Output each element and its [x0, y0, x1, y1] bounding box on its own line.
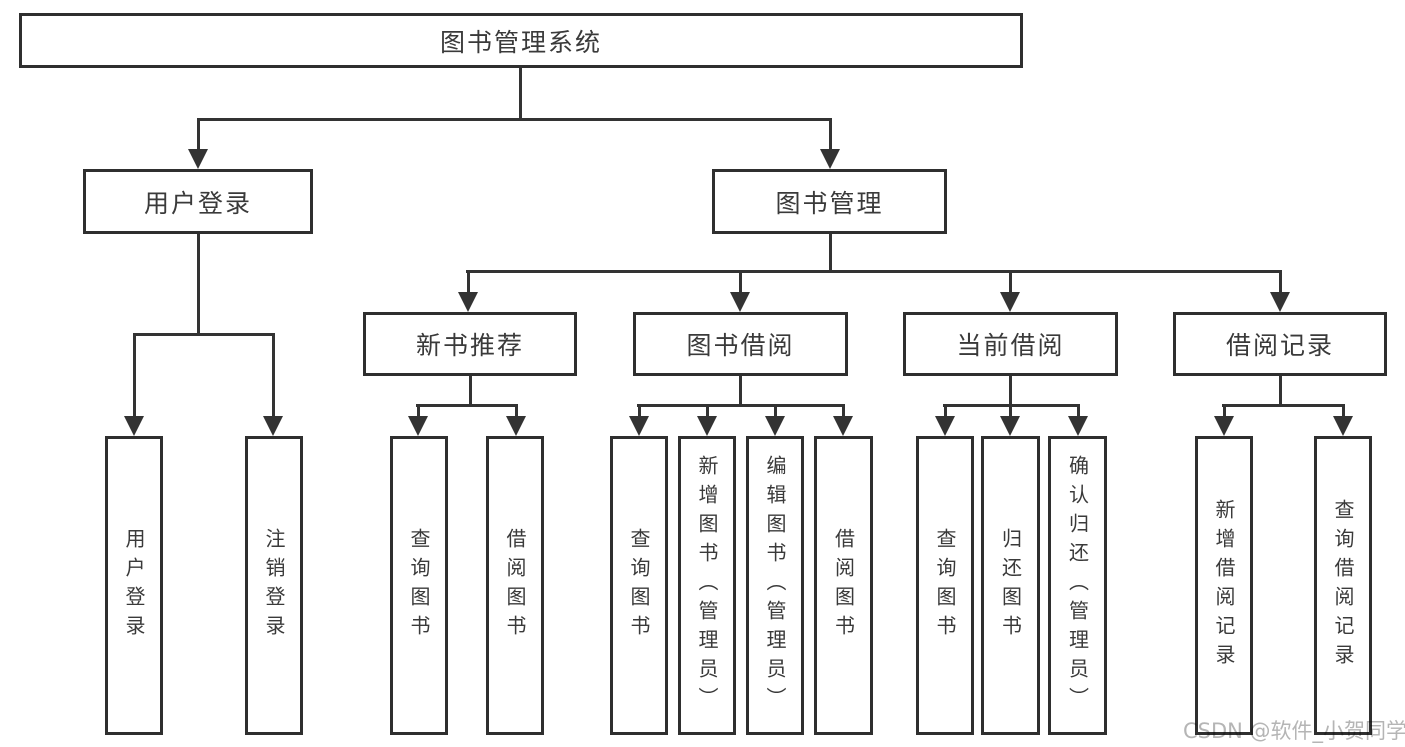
arrow-head-icon: [458, 292, 478, 312]
arrow-head-icon: [1270, 292, 1290, 312]
leaf-label: 查询借阅记录: [1331, 498, 1355, 673]
node-root: 图书管理系统: [19, 13, 1023, 68]
arrow-head-icon: [833, 416, 853, 436]
connector-line: [1279, 376, 1282, 406]
leaf-label: 查询图书: [407, 527, 431, 644]
connector-line: [133, 333, 275, 336]
connector-line: [1222, 404, 1345, 407]
connector-line: [133, 335, 136, 421]
leaf-label: 确认归还（管理员）: [1065, 455, 1090, 716]
node-label: 图书借阅: [686, 331, 795, 360]
leaf-label: 编辑图书（管理员）: [763, 455, 787, 716]
connector-line: [774, 405, 777, 420]
leaf-bb-edit-book-admin: 编辑图书（管理员）: [746, 436, 804, 735]
connector-line: [1223, 405, 1226, 420]
leaf-label: 归还图书: [998, 527, 1023, 644]
arrow-head-icon: [1000, 292, 1020, 312]
leaf-bb-add-book-admin: 新增图书（管理员）: [678, 436, 736, 735]
node-label: 当前借阅: [956, 331, 1065, 360]
node-label: 图书管理: [775, 188, 884, 218]
connector-line: [467, 272, 470, 297]
connector-line: [829, 120, 832, 154]
leaf-label: 新增借阅记录: [1212, 498, 1236, 673]
arrow-head-icon: [263, 416, 283, 436]
node-user-login: 用户登录: [83, 169, 313, 234]
connector-line: [272, 335, 275, 421]
node-root-label: 图书管理系统: [439, 27, 602, 57]
arrow-head-icon: [506, 416, 526, 436]
connector-line: [519, 68, 522, 120]
connector-line: [197, 120, 200, 154]
arrow-head-icon: [1068, 416, 1088, 436]
leaf-label: 查询图书: [933, 527, 957, 644]
connector-line: [417, 405, 420, 420]
leaf-br-query-record: 查询借阅记录: [1314, 436, 1372, 735]
connector-line: [416, 404, 518, 407]
arrow-head-icon: [730, 292, 750, 312]
node-book-management: 图书管理: [712, 169, 947, 234]
leaf-bb-borrow-book: 借阅图书: [814, 436, 873, 735]
connector-line: [739, 376, 742, 406]
connector-line: [829, 234, 832, 272]
leaf-label: 借阅图书: [831, 527, 856, 644]
connector-line: [466, 270, 1282, 273]
node-book-borrowing: 图书借阅: [633, 312, 848, 376]
connector-line: [944, 405, 947, 420]
arrow-head-icon: [765, 416, 785, 436]
leaf-rec-query-book: 查询图书: [390, 436, 448, 735]
node-label: 借阅记录: [1225, 331, 1334, 360]
leaf-label: 注销登录: [262, 527, 286, 644]
leaf-cb-confirm-return-admin: 确认归还（管理员）: [1048, 436, 1107, 735]
leaf-br-add-record: 新增借阅记录: [1195, 436, 1253, 735]
leaf-bb-query-book: 查询图书: [610, 436, 668, 735]
connector-line: [1279, 272, 1282, 297]
watermark: CSDN @软件_小贺同学: [1183, 719, 1405, 743]
arrow-head-icon: [629, 416, 649, 436]
connector-line: [197, 118, 832, 121]
arrow-head-icon: [935, 416, 955, 436]
leaf-rec-borrow-book: 借阅图书: [486, 436, 544, 735]
connector-line: [469, 376, 472, 406]
connector-line: [637, 404, 845, 407]
connector-line: [197, 234, 200, 335]
node-label: 用户登录: [143, 188, 252, 218]
node-current-borrowing: 当前借阅: [903, 312, 1118, 376]
connector-line: [842, 405, 845, 420]
arrow-head-icon: [408, 416, 428, 436]
arrow-head-icon: [188, 149, 208, 169]
connector-line: [515, 405, 518, 420]
leaf-label: 新增图书（管理员）: [695, 455, 719, 716]
leaf-label: 借阅图书: [503, 527, 527, 644]
connector-line: [1009, 405, 1012, 420]
connector-line: [739, 272, 742, 297]
arrow-head-icon: [1333, 416, 1353, 436]
connector-line: [1342, 405, 1345, 420]
leaf-label: 查询图书: [627, 527, 651, 644]
node-new-book-recommend: 新书推荐: [363, 312, 577, 376]
connector-line: [1009, 376, 1012, 406]
leaf-label: 用户登录: [122, 527, 146, 644]
leaf-cb-return-book: 归还图书: [981, 436, 1040, 735]
arrow-head-icon: [820, 149, 840, 169]
leaf-cb-query-book: 查询图书: [916, 436, 974, 735]
leaf-user-login: 用户登录: [105, 436, 163, 735]
connector-line: [1009, 272, 1012, 297]
arrow-head-icon: [697, 416, 717, 436]
arrow-head-icon: [124, 416, 144, 436]
arrow-head-icon: [1214, 416, 1234, 436]
node-borrowing-records: 借阅记录: [1173, 312, 1387, 376]
connector-line: [1077, 405, 1080, 420]
connector-line: [706, 405, 709, 420]
connector-line: [638, 405, 641, 420]
node-label: 新书推荐: [415, 331, 524, 360]
arrow-head-icon: [1000, 416, 1020, 436]
leaf-logout: 注销登录: [245, 436, 303, 735]
